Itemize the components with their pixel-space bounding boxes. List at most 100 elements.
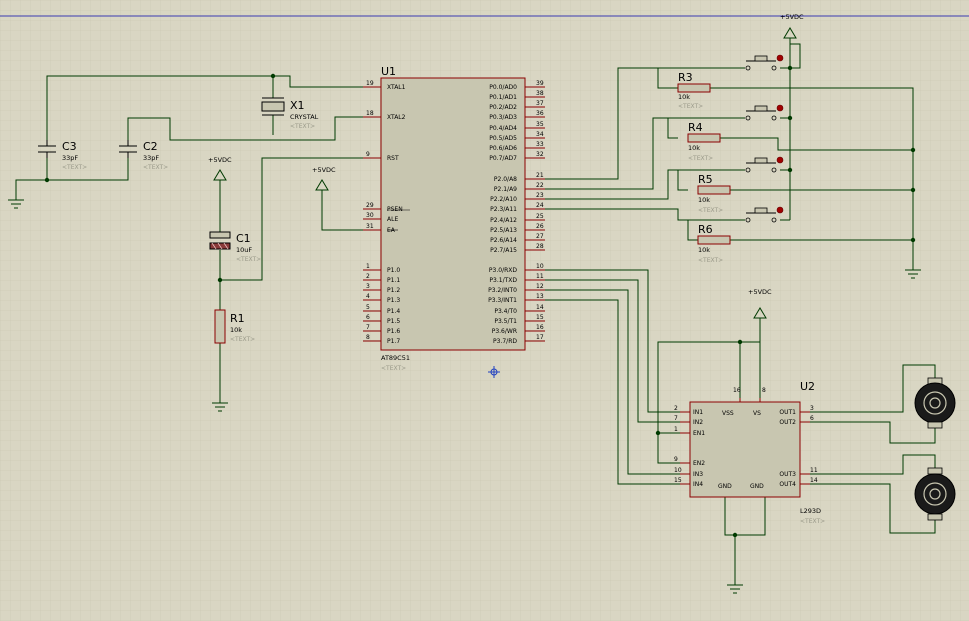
resistor-r4[interactable]: R4 10k <TEXT> [687,121,721,162]
mcu-pin-name: P2.2/A10 [490,196,517,203]
resistor-r5[interactable]: R5 10k <TEXT> [697,173,731,214]
power-terminal-reset[interactable]: +5VDC [208,156,232,181]
c3-text: <TEXT> [62,164,87,171]
mcu-pin-number: 14 [536,304,544,311]
power-label-1: +5VDC [208,156,232,164]
power-label-4: +5VDC [748,288,772,296]
ground-symbol-caps [8,199,24,209]
crystal-x1[interactable]: X1 CRYSTAL <TEXT> [261,97,319,130]
mcu-pin-name: P2.6/A14 [490,237,517,244]
wires [15,38,936,585]
mcu-pin-number: 24 [536,202,544,209]
push-button-2[interactable] [745,104,784,121]
r1-text: <TEXT> [230,336,255,343]
c2-ref: C2 [143,140,158,153]
r5-value: 10k [698,196,710,204]
mcu-pin-number: 10 [536,263,544,270]
r6-ref: R6 [698,223,713,236]
mcu-pin-name: P1.0 [387,267,400,274]
mcu-pin-name: P1.7 [387,338,400,345]
mcu-pin-number: 27 [536,233,544,240]
mcu-pin-number: 30 [366,212,374,219]
ground-symbol-resistors [905,269,921,279]
mcu-text-placeholder: <TEXT> [381,365,406,372]
driver-pin-name: IN4 [693,481,703,488]
resistor-r3[interactable]: R3 10k <TEXT> [677,71,711,110]
mcu-u1[interactable]: U1 AT89C51 <TEXT> 19XTAL118XTAL29RST29PS… [363,65,545,372]
mcu-pin-number: 29 [366,202,374,209]
mcu-pin-number: 37 [536,100,544,107]
mcu-pin-number: 28 [536,243,544,250]
mcu-pin-name: P1.6 [387,328,400,335]
mcu-pin-number: 21 [536,172,544,179]
push-button-1[interactable] [745,54,784,71]
mcu-pin-name: P2.0/A8 [494,176,517,183]
driver-pin-number: 3 [810,405,814,412]
capacitor-c2[interactable]: C2 33pF <TEXT> [119,140,168,171]
mcu-right-pins: 39P0.0/AD038P0.1/AD137P0.2/AD236P0.3/AD3… [488,80,545,345]
push-buttons [745,54,784,223]
r6-text: <TEXT> [698,257,723,264]
driver-vss-label: VSS [722,410,734,417]
driver-pin-number: 14 [810,477,818,484]
mcu-pin-name: P0.4/AD4 [489,125,517,132]
x1-ref: X1 [290,99,305,112]
motor-2[interactable] [914,467,956,521]
driver-pin-number: 2 [674,405,678,412]
mcu-pin-number: 7 [366,324,370,331]
power-terminal-driver[interactable]: +5VDC [748,288,772,319]
capacitor-c1[interactable]: C1 10uF <TEXT> [209,231,261,263]
driver-gnd-label-1: GND [718,483,732,490]
mcu-pin-number: 35 [536,121,544,128]
capacitor-c3[interactable]: C3 33pF <TEXT> [38,140,87,171]
c2-value: 33pF [143,154,159,162]
mcu-pin-number: 39 [536,80,544,87]
power-terminal-switches[interactable]: +5VDC [780,13,804,39]
driver-pin-name: EN2 [693,460,705,467]
mcu-pin-number: 38 [536,90,544,97]
driver-pin-number: 7 [674,415,678,422]
mcu-pin-name: P1.4 [387,308,400,315]
push-button-4[interactable] [745,206,784,223]
mcu-pin-name: P2.7/A15 [490,247,517,254]
driver-pin-number: 6 [810,415,814,422]
resistor-r1[interactable]: R1 10k <TEXT> [214,309,255,344]
driver-pin-name: OUT1 [779,409,796,416]
mcu-pin-name: P1.5 [387,318,400,325]
power-terminal-ea[interactable]: +5VDC [312,166,336,191]
mcu-pin-name: P3.6/WR [492,328,517,335]
r1-value: 10k [230,326,242,334]
resistor-r6[interactable]: R6 10k <TEXT> [697,223,731,264]
c3-value: 33pF [62,154,78,162]
driver-pin-16-num: 16 [733,387,741,394]
mcu-pin-number: 9 [366,151,370,158]
driver-u2[interactable]: U2 L293D <TEXT> 2IN17IN21EN19EN210IN315I… [674,380,825,525]
mcu-pin-number: 18 [366,110,374,117]
mcu-pin-name: P3.2/INT0 [488,287,517,294]
mcu-pin-number: 16 [536,324,544,331]
mcu-part: AT89C51 [381,354,410,362]
mcu-pin-number: 1 [366,263,370,270]
mcu-pin-name: P3.3/INT1 [488,297,517,304]
push-button-3[interactable] [745,156,784,173]
mcu-pin-name: P0.0/AD0 [489,84,517,91]
mcu-pin-name: P0.2/AD2 [489,104,517,111]
driver-text-placeholder: <TEXT> [800,518,825,525]
driver-pin-number: 11 [810,467,818,474]
driver-pin-8-num: 8 [762,387,766,394]
mcu-ref: U1 [381,65,396,78]
mcu-pin-number: 17 [536,334,544,341]
mcu-pin-name: XTAL1 [387,84,406,91]
driver-pin-number: 15 [674,477,682,484]
driver-pin-name: IN3 [693,471,703,478]
driver-pin-number: 1 [674,426,678,433]
power-label-2: +5VDC [312,166,336,174]
motor-1[interactable] [914,377,956,429]
driver-pin-name: OUT4 [779,481,796,488]
mcu-pin-name: P1.1 [387,277,400,284]
mcu-pin-name: P3.7/RD [493,338,517,345]
driver-pin-number: 9 [674,456,678,463]
